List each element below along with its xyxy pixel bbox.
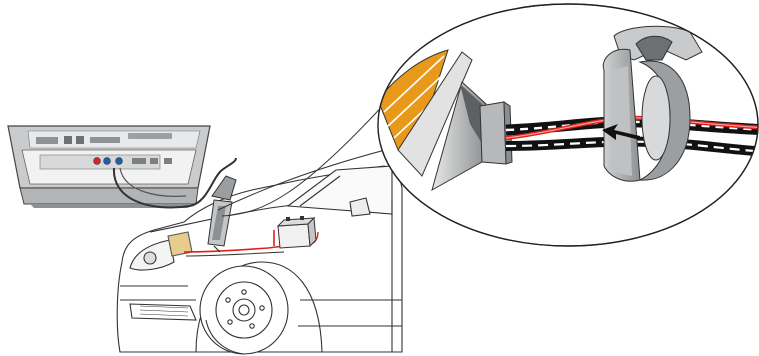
oscilloscope-icon <box>8 126 210 208</box>
zoom-detail <box>370 4 759 246</box>
battery-icon <box>278 216 316 248</box>
red-input-jack <box>94 158 101 165</box>
blue-input-jack <box>104 158 111 165</box>
